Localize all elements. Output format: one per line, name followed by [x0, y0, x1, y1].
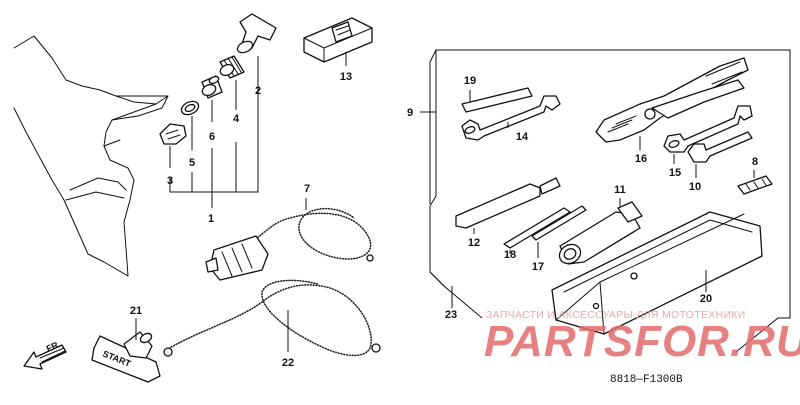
- part-label-23: 23: [445, 309, 457, 321]
- part-19-flat-wrench: [461, 87, 533, 113]
- part-label-11: 11: [614, 184, 626, 196]
- part-label-17: 17: [532, 261, 544, 273]
- part-number-labels: 1 2 3 4 5 6 7 8 9 10 11 12 13 14 15 16 1…: [130, 71, 758, 369]
- part-label-10: 10: [689, 181, 701, 193]
- front-direction-arrow: FR.: [23, 339, 67, 370]
- leader-lines-cable-set: [169, 56, 259, 208]
- part-label-9: 9: [407, 107, 413, 119]
- part-label-18: 18: [504, 249, 516, 261]
- part-label-16: 16: [635, 153, 647, 165]
- tool-kit-frame: [420, 49, 791, 353]
- part-4-threaded-cap: [219, 55, 245, 79]
- part-3-clip: [159, 123, 187, 145]
- part-label-6: 6: [209, 131, 215, 143]
- watermark-brand: PARTSFOR.RU: [484, 317, 800, 366]
- part-label-21: 21: [130, 305, 142, 317]
- watermark: ЗАПЧАСТИ И АКСЕССУАРЫ ДЛЯ МОТОТЕХНИКИ PA…: [484, 309, 800, 366]
- part-label-20: 20: [700, 293, 712, 305]
- part-8-clip: [737, 170, 773, 195]
- part-label-13: 13: [340, 71, 352, 83]
- part-7-lanyard-rope: [205, 198, 374, 281]
- part-label-3: 3: [167, 175, 173, 187]
- drawing-code: 8818—F1300B: [610, 374, 683, 386]
- part-label-8: 8: [752, 156, 758, 168]
- part-5-washer: [180, 100, 200, 116]
- part-14-open-wrench: [461, 95, 561, 141]
- part-label-2: 2: [255, 85, 261, 97]
- part-label-1: 1: [208, 213, 214, 225]
- part-21-start-grip: START: [91, 318, 161, 383]
- watermark-tagline: ЗАПЧАСТИ И АКСЕССУАРЫ ДЛЯ МОТОТЕХНИКИ: [486, 309, 746, 321]
- part-6-collar: [201, 75, 223, 99]
- part-12-screwdriver: [455, 177, 561, 234]
- part-label-15: 15: [669, 167, 681, 179]
- part-16-pliers: [595, 57, 749, 150]
- part-label-7: 7: [304, 183, 310, 195]
- part-10-small-wrench: [687, 131, 753, 178]
- part-label-19: 19: [464, 75, 476, 87]
- part-15-combination-wrench: [663, 105, 753, 164]
- part-2-t-handle-cap: [236, 13, 277, 54]
- part-11-socket-wrench: [558, 198, 643, 265]
- part-label-4: 4: [233, 113, 240, 125]
- part-22-starter-rope: [163, 279, 381, 357]
- part-20-tool-bag: [551, 211, 763, 335]
- part-label-12: 12: [468, 237, 480, 249]
- part-label-5: 5: [189, 157, 195, 169]
- part-18-screwdriver-shaft: [503, 207, 571, 254]
- part-13-tool-box: [303, 17, 373, 66]
- part-17-rod: [531, 205, 587, 258]
- part-label-14: 14: [516, 131, 529, 143]
- part-label-22: 22: [282, 357, 294, 369]
- outboard-motor-outline: [13, 35, 169, 277]
